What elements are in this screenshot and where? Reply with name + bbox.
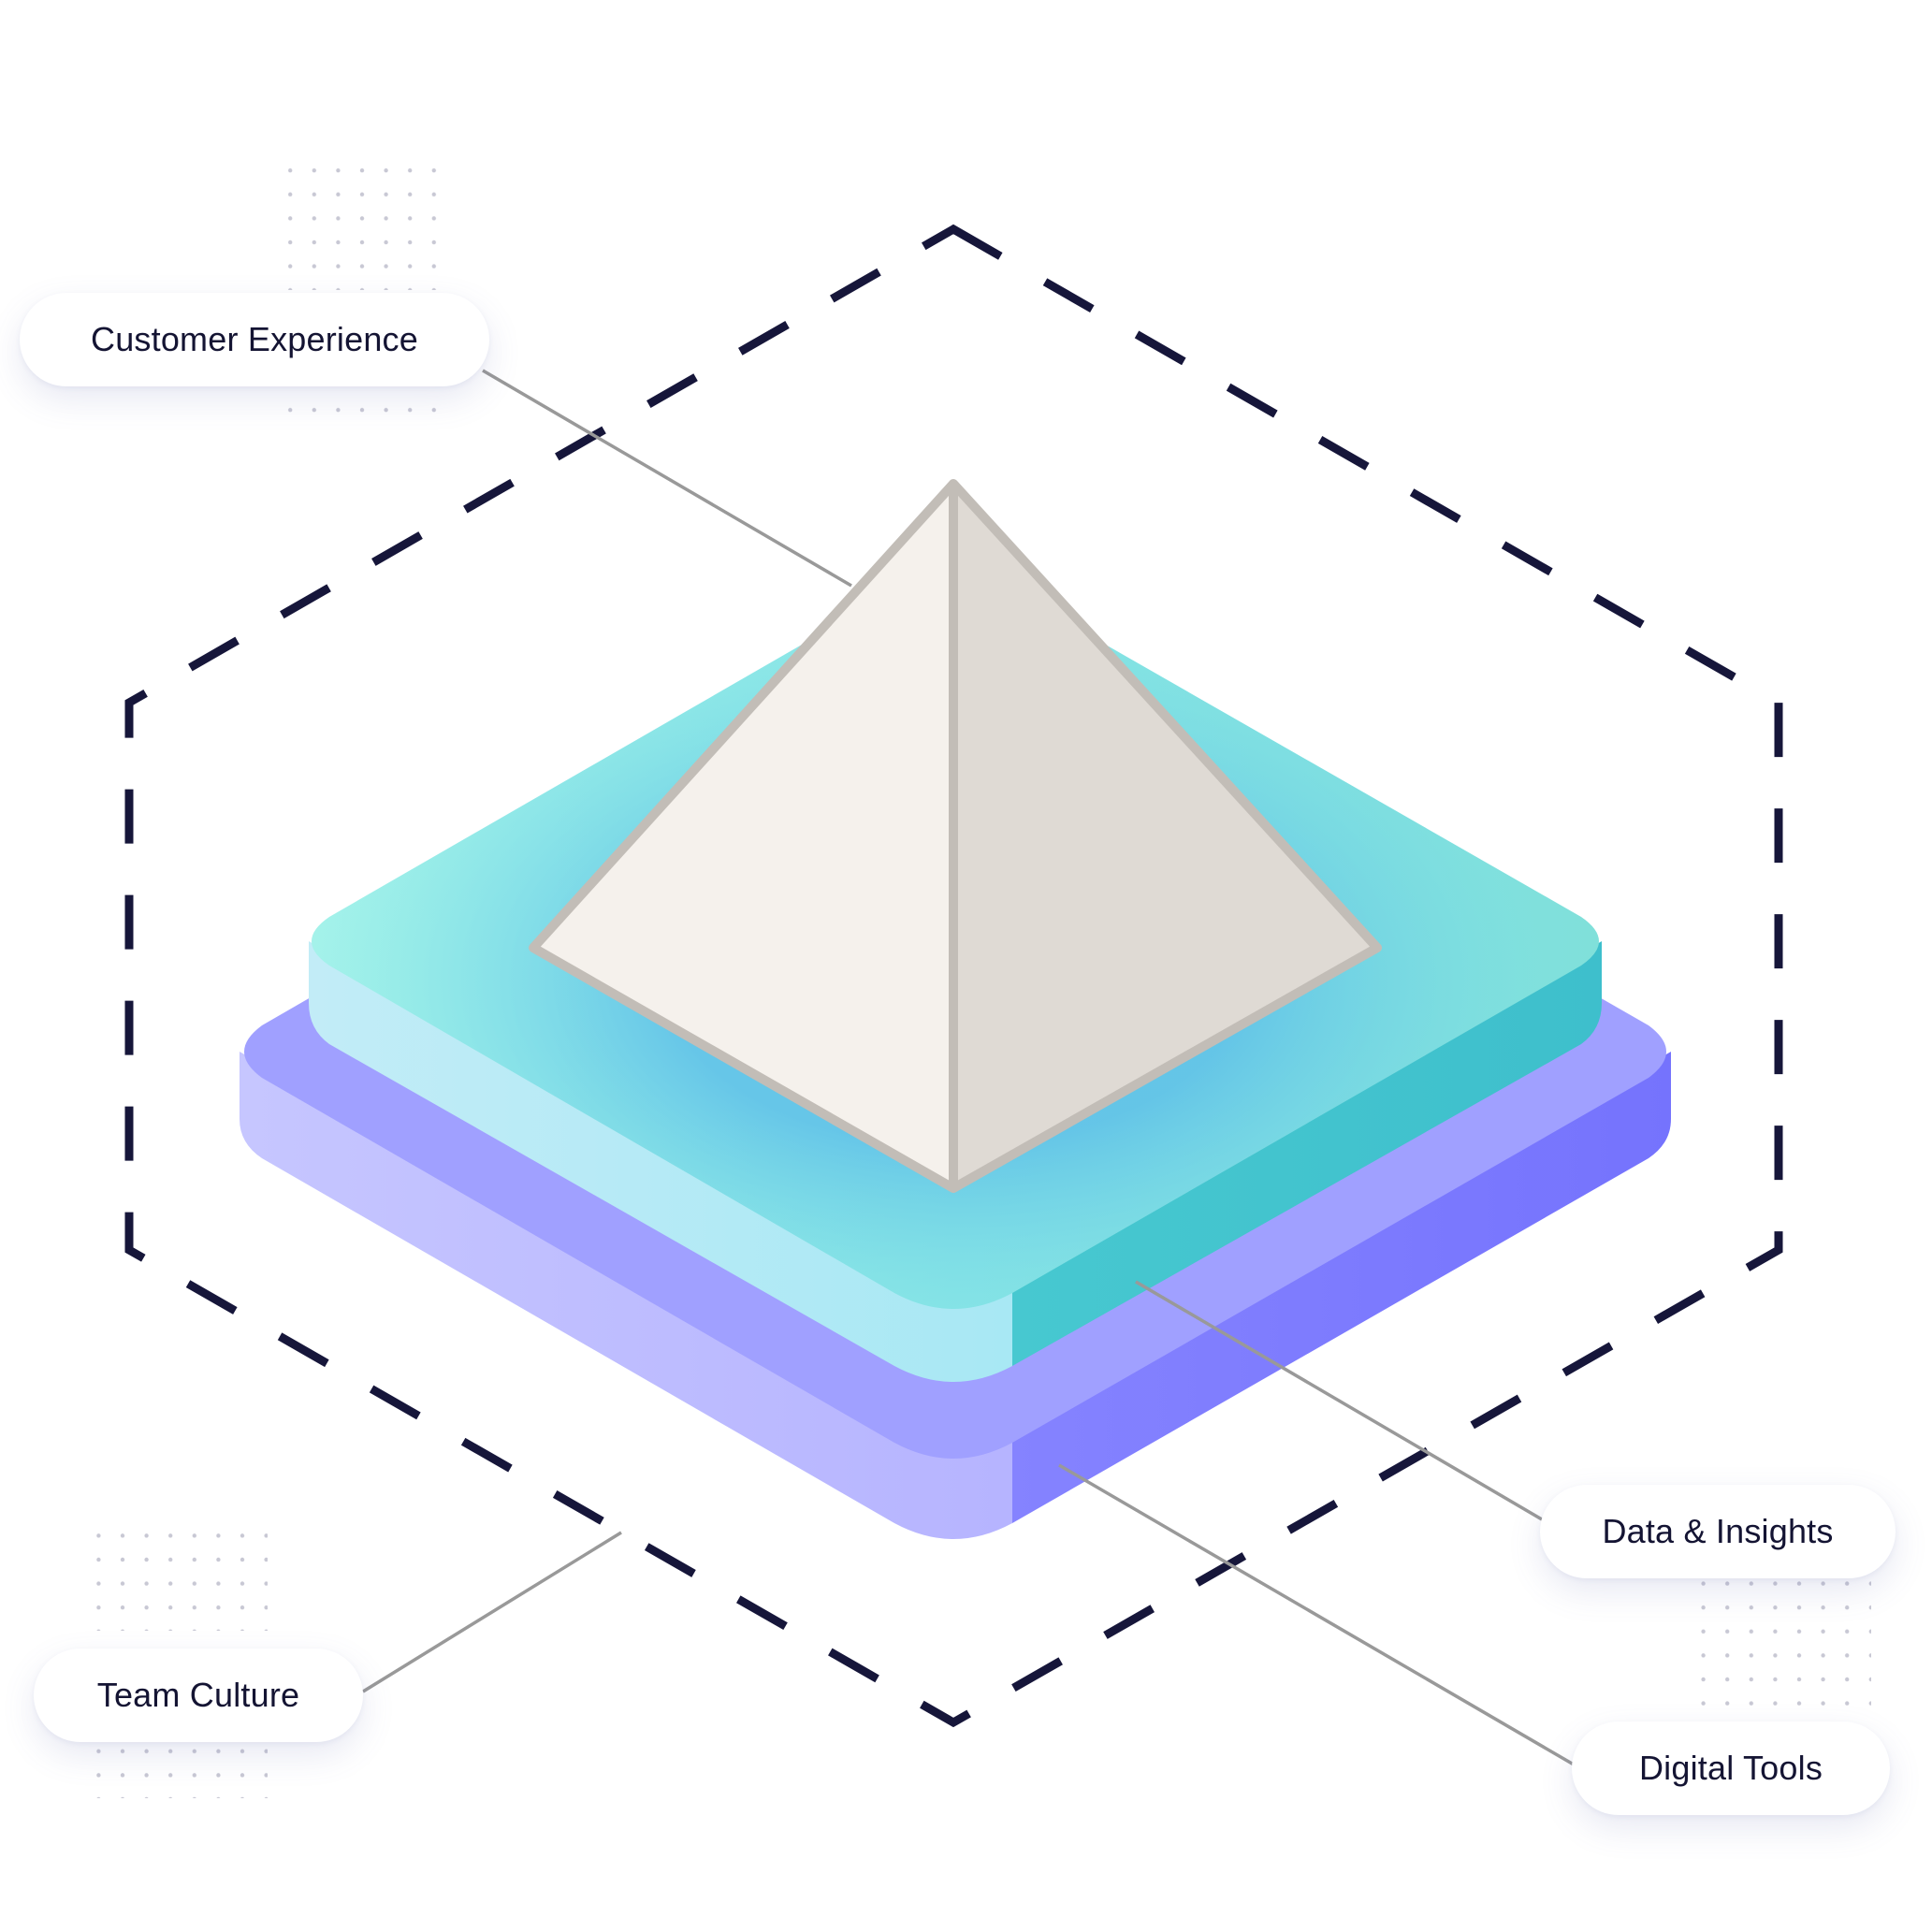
pyramid-right-face: [953, 484, 1377, 1188]
dashed-hexagon-outline: [124, 224, 1783, 1728]
label-data-insights-text: Data & Insights: [1602, 1512, 1834, 1550]
purple-slab-right-side: [1012, 1052, 1671, 1523]
label-team-culture: Team Culture: [34, 1649, 363, 1742]
label-customer-experience-text: Customer Experience: [91, 320, 418, 358]
label-digital-tools: Digital Tools: [1572, 1721, 1890, 1815]
dot-grid-right: [1692, 1581, 1871, 1712]
dot-grid-under-customer: [277, 393, 455, 427]
label-customer-experience: Customer Experience: [20, 293, 489, 386]
label-data-insights: Data & Insights: [1540, 1485, 1896, 1578]
connector-data-insights: [1135, 1280, 1543, 1521]
dot-grid-under-team: [90, 1742, 268, 1798]
connector-team-culture: [362, 1531, 622, 1693]
label-digital-tools-text: Digital Tools: [1638, 1749, 1823, 1787]
label-team-culture-text: Team Culture: [96, 1676, 300, 1714]
dot-grid-bottom-left: [90, 1528, 268, 1631]
pyramid: [529, 479, 1382, 1193]
teal-slab-right-side: [1012, 941, 1602, 1366]
dot-grid-top-left: [277, 159, 455, 290]
connector-digital-tools: [1058, 1463, 1575, 1766]
pyramid-left-face: [533, 484, 953, 1188]
connector-customer-experience: [482, 369, 852, 588]
